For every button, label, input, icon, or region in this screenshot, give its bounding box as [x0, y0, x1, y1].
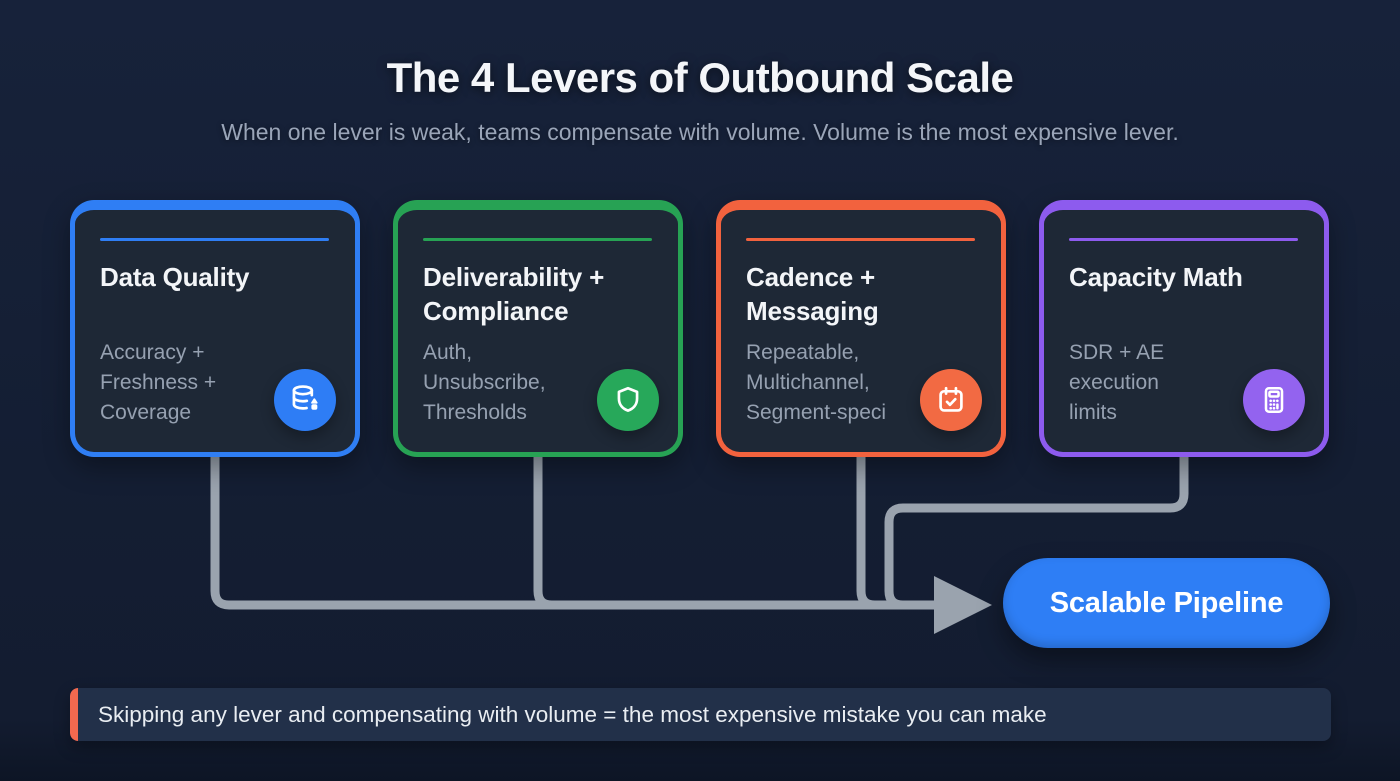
calendar-check-icon — [935, 384, 967, 416]
icon-circle — [1243, 369, 1305, 431]
card-title: Data Quality — [100, 262, 250, 292]
shield-icon — [612, 384, 644, 416]
card-cadence-messaging: Cadence + Messaging Repeatable, Multicha… — [716, 200, 1006, 457]
callout-text: Skipping any lever and compensating with… — [98, 701, 1047, 727]
card-deliverability-compliance: Deliverability + Compliance Auth, Unsubs… — [393, 200, 683, 457]
icon-circle — [597, 369, 659, 431]
callout-bar: Skipping any lever and compensating with… — [70, 688, 1331, 741]
card-data-quality: Data Quality Accuracy + Freshness + Cove… — [70, 200, 360, 457]
card-title: Cadence + Messaging — [746, 262, 879, 326]
pipeline-label: Scalable Pipeline — [1049, 586, 1284, 619]
connector-card-4 — [884, 452, 1189, 610]
card-capacity-math: Capacity Math SDR + AE execution limits — [1039, 200, 1329, 457]
card-accent-line — [1069, 238, 1298, 241]
card-body: Accuracy + Freshness + Coverage — [100, 341, 217, 424]
card-body: Repeatable, Multichannel, Segment-speci — [746, 341, 887, 424]
connector-card-2 — [533, 452, 553, 610]
database-icon — [288, 383, 322, 417]
card-accent-line — [746, 238, 975, 241]
arrow-head — [934, 576, 992, 634]
card-title: Deliverability + Compliance — [423, 262, 605, 326]
scalable-pipeline-pill: Scalable Pipeline — [1003, 558, 1330, 648]
card-body: Auth, Unsubscribe, Thresholds — [423, 341, 546, 424]
calculator-icon — [1258, 384, 1290, 416]
page-title: The 4 Levers of Outbound Scale — [386, 54, 1014, 101]
icon-circle — [920, 369, 982, 431]
card-accent-line — [100, 238, 329, 241]
card-accent-line — [423, 238, 652, 241]
connector-card-1 — [210, 452, 938, 610]
icon-circle — [274, 369, 336, 431]
card-title: Capacity Math — [1069, 262, 1243, 292]
card-body: SDR + AE execution limits — [1069, 341, 1165, 424]
callout-accent-bar — [70, 688, 78, 741]
connector-card-3 — [856, 452, 876, 610]
levers-card-row: Data Quality Accuracy + Freshness + Cove… — [70, 200, 1329, 457]
page-subtitle: When one lever is weak, teams compensate… — [221, 119, 1179, 145]
